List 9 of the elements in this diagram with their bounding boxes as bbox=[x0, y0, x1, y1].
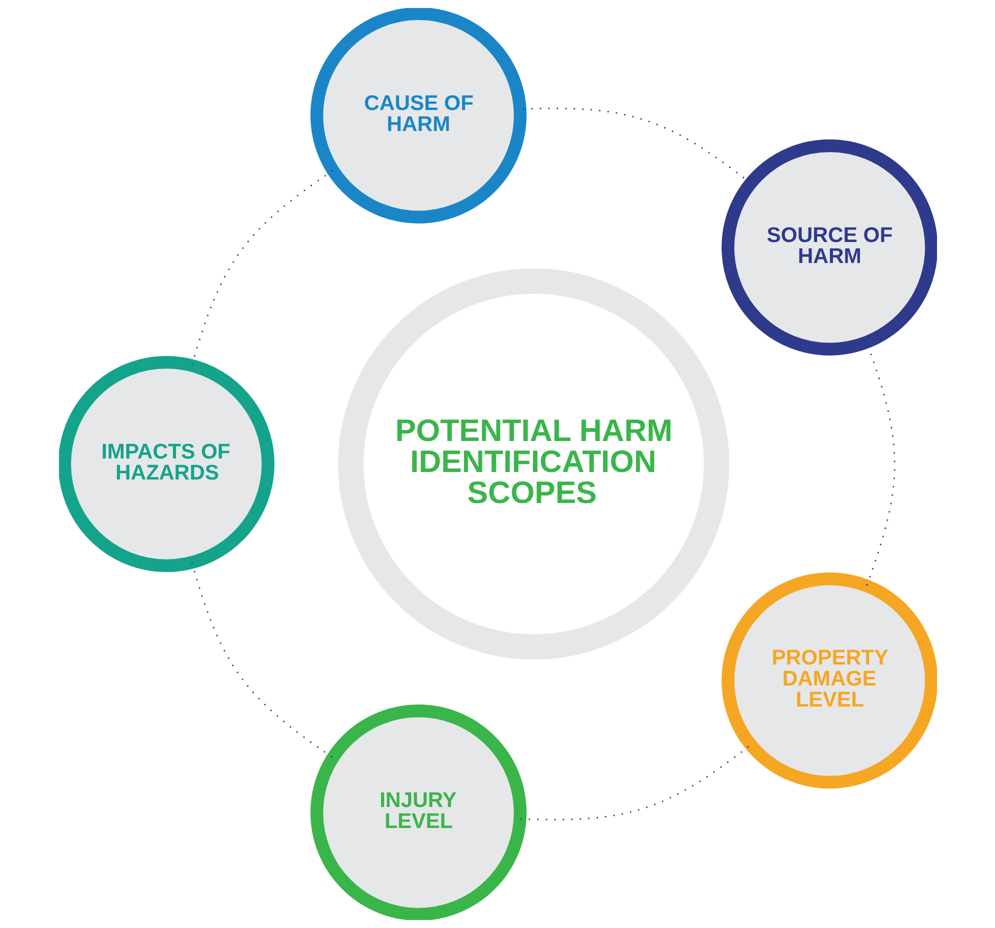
node-circle: SOURCE OF HARM bbox=[721, 139, 936, 356]
node-circle: INJURY LEVEL bbox=[310, 704, 526, 920]
node-circle: CAUSE OF HARM bbox=[310, 8, 526, 224]
node-circle: IMPACTS OF HAZARDS bbox=[58, 356, 274, 572]
node-circle: POTENTIAL HARM IDENTIFICATION SCOPES bbox=[338, 268, 729, 660]
connector bbox=[520, 744, 751, 820]
node-circle: PROPERTY DAMAGE LEVEL bbox=[721, 572, 936, 789]
connector bbox=[190, 170, 333, 366]
connector bbox=[190, 562, 333, 758]
